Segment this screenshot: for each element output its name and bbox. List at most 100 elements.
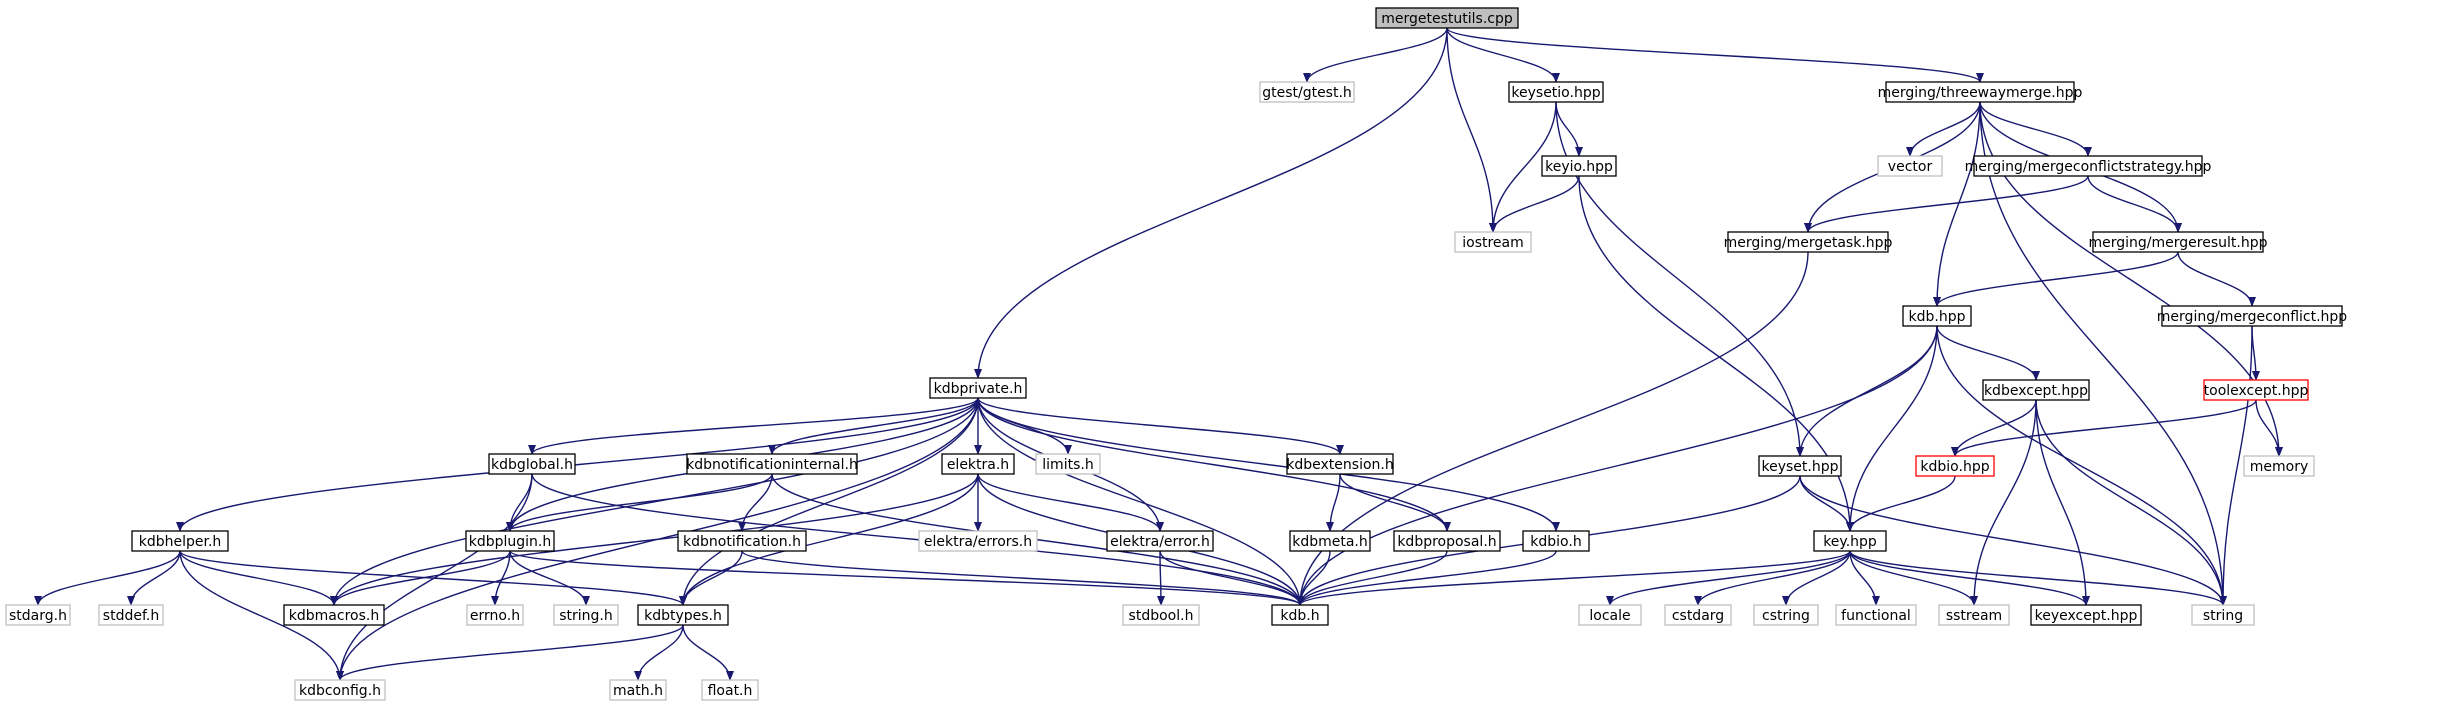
edge-elektra-to-kdbmacros	[330, 473, 979, 606]
node-kdbhpp[interactable]: kdb.hpp	[1902, 305, 1972, 327]
edge-kdbhpp-to-string	[1936, 325, 2227, 606]
edge-kdbio_h-to-kdbh	[1296, 550, 1557, 606]
edge-toolexcept-to-kdbio_hpp	[1951, 399, 2257, 457]
node-label-kdbhelper: kdbhelper.h	[139, 534, 222, 550]
node-elektraerror[interactable]: elektra/error.h	[1106, 530, 1214, 552]
node-box-kdbmacros	[283, 604, 385, 626]
edge-kdbhelper-to-kdbconfig	[179, 550, 344, 681]
node-mergetask[interactable]: merging/mergetask.hpp	[1724, 231, 1893, 253]
edge-keyhpp-to-cstdarg	[1694, 550, 1851, 606]
edge-keyhpp-to-kdbh	[1296, 550, 1851, 606]
node-kdbmeta[interactable]: kdbmeta.h	[1289, 530, 1371, 552]
node-mergeresult[interactable]: merging/mergeresult.hpp	[2089, 231, 2268, 253]
node-kdbmacros[interactable]: kdbmacros.h	[283, 604, 385, 626]
edge-kdbhelper-to-stdarg	[34, 550, 181, 606]
node-kdbprivate[interactable]: kdbprivate.h	[929, 377, 1027, 399]
node-kdbio_h[interactable]: kdbio.h	[1522, 530, 1590, 552]
node-mergeconflict[interactable]: merging/mergeconflict.hpp	[2157, 305, 2348, 327]
node-label-keyexcept: keyexcept.hpp	[2035, 608, 2138, 624]
node-label-kdbhpp: kdb.hpp	[1909, 309, 1966, 325]
node-kdbproposal[interactable]: kdbproposal.h	[1393, 530, 1501, 552]
node-stdbool: stdbool.h	[1122, 604, 1200, 626]
node-box-errno	[466, 604, 524, 626]
edge-kdbhelper-to-kdbmacros	[179, 550, 338, 606]
node-box-limits	[1035, 453, 1101, 475]
node-label-cstdarg: cstdarg	[1672, 608, 1724, 624]
node-kdbtypes[interactable]: kdbtypes.h	[637, 604, 729, 626]
node-label-stdbool: stdbool.h	[1129, 608, 1194, 624]
node-toolexcept[interactable]: toolexcept.hpp	[2203, 379, 2309, 401]
node-box-kdbconfig	[294, 679, 386, 701]
node-box-stringh	[553, 604, 619, 626]
edge-keysetio-to-keyio	[1555, 101, 1583, 157]
node-mathh: math.h	[609, 679, 667, 701]
node-functional: functional	[1835, 604, 1917, 626]
node-kdbio_hpp[interactable]: kdbio.hpp	[1915, 455, 1995, 477]
node-box-mergeconflict	[2161, 305, 2343, 327]
node-label-vector: vector	[1888, 159, 1933, 175]
node-keyset[interactable]: keyset.hpp	[1758, 455, 1842, 477]
node-kdbplugin[interactable]: kdbplugin.h	[465, 530, 555, 552]
node-box-stdarg	[5, 604, 71, 626]
edge-keyhpp-to-cstring	[1782, 550, 1851, 606]
node-stringh: string.h	[553, 604, 619, 626]
node-label-elektraerrors: elektra/errors.h	[924, 534, 1032, 550]
node-mergetestutils[interactable]: mergetestutils.cpp	[1375, 7, 1519, 29]
node-box-kdbprivate	[929, 377, 1027, 399]
edge-kdbplugin-to-stringh	[509, 550, 590, 606]
node-keyhpp[interactable]: key.hpp	[1813, 530, 1887, 552]
node-label-threewaymerge: merging/threewaymerge.hpp	[1878, 85, 2083, 101]
node-box-kdbnotification	[677, 530, 807, 552]
node-label-locale: locale	[1589, 608, 1630, 624]
node-elektra[interactable]: elektra.h	[941, 453, 1015, 475]
node-vector: vector	[1877, 155, 1943, 177]
edge-mergetestutils-to-threewaymerge	[1446, 27, 1984, 83]
edge-kdbprivate-to-kdbio_h	[977, 397, 1560, 532]
node-label-kdbprivate: kdbprivate.h	[934, 381, 1023, 397]
node-box-cstdarg	[1664, 604, 1732, 626]
node-label-cstring: cstring	[1762, 608, 1810, 624]
node-box-kdbio_hpp	[1915, 455, 1995, 477]
node-box-keyhpp	[1813, 530, 1887, 552]
node-label-kdbplugin: kdbplugin.h	[469, 534, 552, 550]
node-kdbexcept[interactable]: kdbexcept.hpp	[1982, 379, 2090, 401]
edge-kdbexcept-to-string	[2035, 399, 2227, 606]
node-label-elektraerror: elektra/error.h	[1110, 534, 1210, 550]
edge-mergetestutils-to-iostream	[1446, 27, 1497, 233]
edge-keysetio-to-keyset	[1555, 101, 1804, 457]
node-kdbnotification[interactable]: kdbnotification.h	[677, 530, 807, 552]
node-box-stdbool	[1122, 604, 1200, 626]
node-box-vector	[1877, 155, 1943, 177]
node-mergeconflictstrategy[interactable]: merging/mergeconflictstrategy.hpp	[1965, 155, 2212, 177]
edge-keyhpp-to-functional	[1849, 550, 1880, 606]
edge-kdbglobal-to-kdbh	[531, 473, 1304, 606]
node-box-mathh	[609, 679, 667, 701]
edge-elektraerror-to-stdbool	[1156, 550, 1165, 606]
node-label-toolexcept: toolexcept.hpp	[2204, 383, 2309, 399]
node-kdbglobal[interactable]: kdbglobal.h	[488, 453, 576, 475]
node-label-kdbexcept: kdbexcept.hpp	[1984, 383, 2088, 399]
node-label-stddef: stddef.h	[103, 608, 159, 624]
node-label-stdarg: stdarg.h	[9, 608, 67, 624]
node-keyio[interactable]: keyio.hpp	[1541, 155, 1617, 177]
node-kdbhelper[interactable]: kdbhelper.h	[131, 530, 229, 552]
edge-kdbhpp-to-keyset	[1796, 325, 1938, 457]
node-label-limits: limits.h	[1042, 457, 1093, 473]
edge-kdbnotificationinternal-to-kdbnotification	[738, 473, 773, 532]
node-kdbnotificationinternal[interactable]: kdbnotificationinternal.h	[686, 453, 858, 475]
node-box-kdbmeta	[1289, 530, 1371, 552]
node-kdbh[interactable]: kdb.h	[1271, 604, 1329, 626]
node-keyexcept[interactable]: keyexcept.hpp	[2030, 604, 2142, 626]
node-keysetio[interactable]: keysetio.hpp	[1508, 81, 1604, 103]
edge-keyio-to-iostream	[1489, 175, 1580, 233]
edge-kdbexcept-to-kdbio_hpp	[1951, 399, 2037, 457]
node-label-kdbglobal: kdbglobal.h	[491, 457, 573, 473]
node-locale: locale	[1578, 604, 1642, 626]
node-errno: errno.h	[466, 604, 524, 626]
node-label-errno: errno.h	[470, 608, 520, 624]
node-threewaymerge[interactable]: merging/threewaymerge.hpp	[1878, 81, 2083, 103]
node-sstream: sstream	[1938, 604, 2010, 626]
node-box-kdbexcept	[1982, 379, 2090, 401]
node-kdbextension[interactable]: kdbextension.h	[1286, 453, 1394, 475]
